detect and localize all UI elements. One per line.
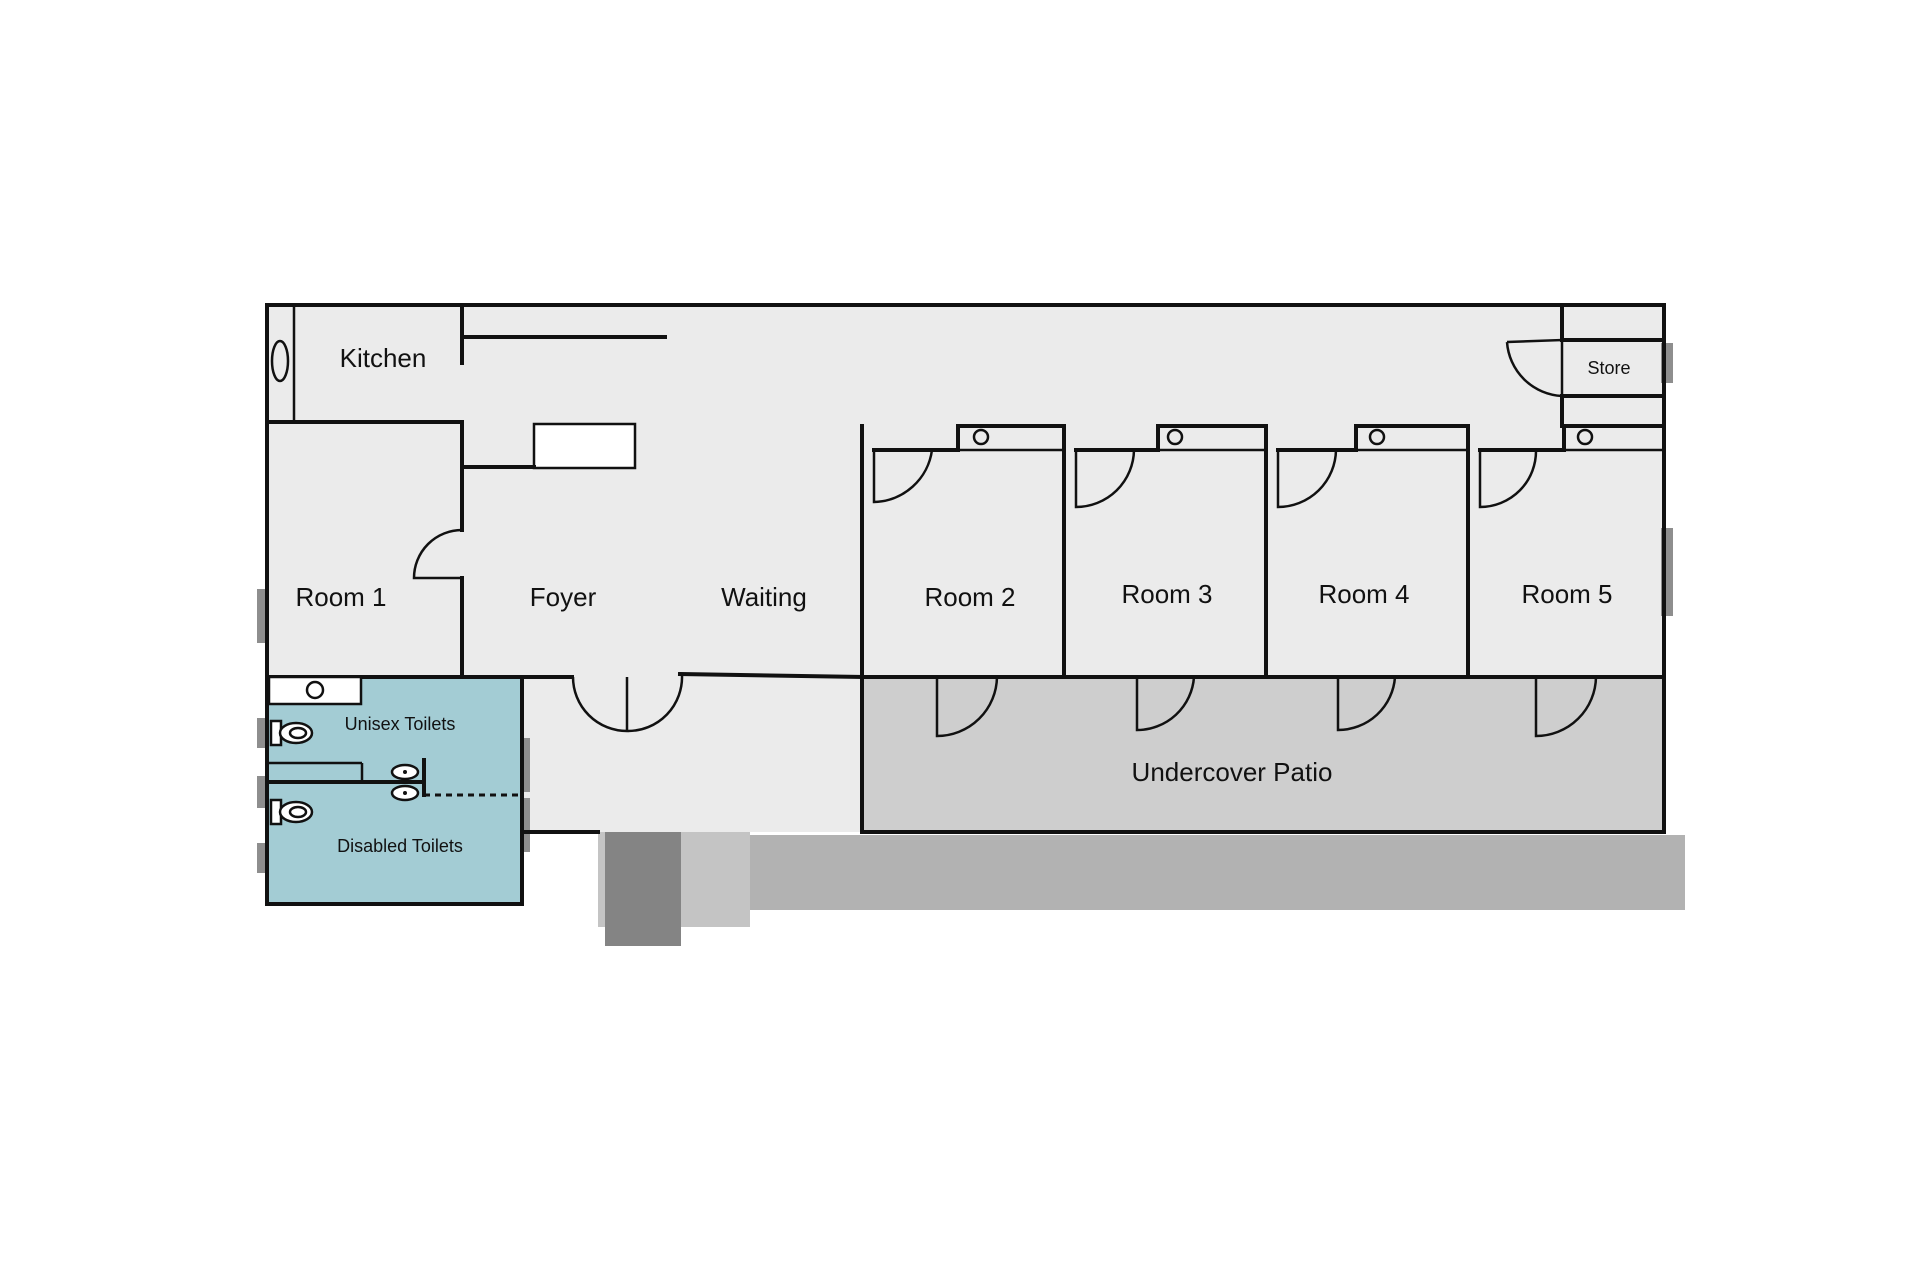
unisex-basin-bowl bbox=[305, 680, 325, 700]
foyer-south-wall-right bbox=[677, 671, 865, 680]
room3-basin bbox=[1166, 428, 1184, 446]
building-floor bbox=[268, 305, 1664, 675]
label-foyer: Foyer bbox=[530, 582, 597, 612]
window-toilet-east-1 bbox=[520, 738, 530, 792]
patio-door-room2 bbox=[935, 676, 999, 738]
store-door-swing bbox=[1505, 338, 1564, 398]
outdoor-path bbox=[600, 835, 1685, 910]
patio-floor bbox=[862, 677, 1664, 832]
patio-door-room5 bbox=[1534, 676, 1598, 738]
room3-door-swing bbox=[1074, 449, 1136, 509]
entry-door-left bbox=[571, 676, 629, 733]
room2-basin-nook bbox=[930, 424, 1066, 452]
label-room4: Room 4 bbox=[1318, 579, 1409, 609]
label-waiting: Waiting bbox=[721, 582, 807, 612]
room2-basin bbox=[972, 428, 990, 446]
room3-basin-nook bbox=[1132, 424, 1268, 452]
label-kitchen: Kitchen bbox=[340, 343, 427, 373]
patio-door-room4 bbox=[1336, 676, 1397, 732]
label-room2: Room 2 bbox=[924, 582, 1015, 612]
reception-desk bbox=[532, 422, 637, 470]
room5-basin-nook bbox=[1534, 424, 1666, 452]
room4-basin bbox=[1368, 428, 1386, 446]
foyer-extension-floor bbox=[522, 675, 862, 832]
label-store: Store bbox=[1587, 358, 1630, 378]
kitchen-sink bbox=[270, 339, 290, 383]
entry-door-right bbox=[627, 674, 684, 733]
label-room1: Room 1 bbox=[295, 582, 386, 612]
room4-basin-nook bbox=[1334, 424, 1470, 452]
wc-icon bbox=[269, 798, 314, 826]
label-unisex-toilets: Unisex Toilets bbox=[345, 714, 456, 734]
room5-basin bbox=[1576, 428, 1594, 446]
basin-icon bbox=[390, 763, 420, 802]
room1-door-swing bbox=[412, 528, 463, 580]
entry-step bbox=[605, 832, 681, 946]
window-toilet-east-2 bbox=[520, 798, 530, 852]
label-undercover-patio: Undercover Patio bbox=[1132, 757, 1333, 787]
patio-door-room3 bbox=[1135, 676, 1196, 732]
label-disabled-toilets: Disabled Toilets bbox=[337, 836, 463, 856]
label-room3: Room 3 bbox=[1121, 579, 1212, 609]
room2-door-swing bbox=[872, 449, 934, 504]
room4-door-swing bbox=[1276, 449, 1338, 509]
label-room5: Room 5 bbox=[1521, 579, 1612, 609]
room5-door-swing bbox=[1478, 449, 1538, 509]
wc-icon bbox=[269, 719, 314, 747]
